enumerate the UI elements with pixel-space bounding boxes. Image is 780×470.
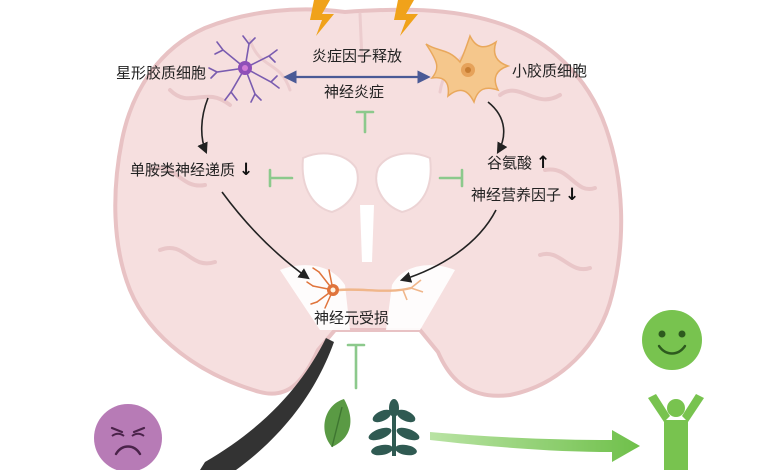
neuron-icon [306, 267, 424, 309]
to-recovery-arrow [430, 430, 640, 462]
neurotrophic-trend: ↓ [565, 185, 580, 205]
herb-plant-icon [368, 399, 420, 456]
microglia-icon [425, 34, 511, 105]
monoamine-to-neuron-arrow [221, 191, 310, 280]
ventricle-right [375, 152, 432, 214]
astrocyte-to-monoamine-arrow [197, 97, 209, 155]
brain-section [113, 7, 624, 398]
inhibit-inflammation [355, 110, 375, 134]
third-ventricle [360, 205, 374, 262]
label-microglia: 小胶质细胞 [512, 62, 588, 80]
inhibit-neuron [346, 343, 366, 390]
label-neurotrophic: 神经营养因子↓ [471, 187, 579, 204]
monoamine-text: 单胺类神经递质 [130, 161, 236, 179]
sad-face-icon [94, 404, 162, 470]
label-neuroinflammation: 神经炎症 [324, 83, 385, 101]
brain-outline [113, 7, 624, 398]
label-glutamate: 谷氨酸↑ [487, 155, 550, 172]
astrocyte-icon [208, 35, 280, 103]
happy-face-icon [642, 310, 702, 370]
glutamate-text: 谷氨酸 [487, 154, 533, 172]
label-neuron-damage: 神经元受损 [314, 309, 390, 327]
label-cytokine-release: 炎症因子释放 [312, 47, 403, 65]
leaf-icon [324, 399, 351, 448]
glutamate-trend: ↑ [536, 153, 551, 173]
label-monoamine: 单胺类神经递质↓ [130, 162, 253, 179]
ventricle-left [301, 152, 359, 214]
to-depression-arrow [200, 338, 334, 470]
microglia-to-glutamate-arrow [487, 101, 508, 154]
lightning-icon [310, 0, 418, 36]
neurotrophic-to-neuron-arrow [399, 209, 497, 283]
neurotrophic-text: 神经营养因子 [471, 186, 562, 204]
inhibit-monoamine [268, 168, 294, 188]
label-astrocyte: 星形胶质细胞 [116, 64, 207, 82]
inhibit-glutamate [438, 168, 464, 188]
inhibit-markers [268, 110, 464, 390]
happy-person-icon [648, 394, 704, 470]
monoamine-trend: ↓ [239, 160, 254, 180]
